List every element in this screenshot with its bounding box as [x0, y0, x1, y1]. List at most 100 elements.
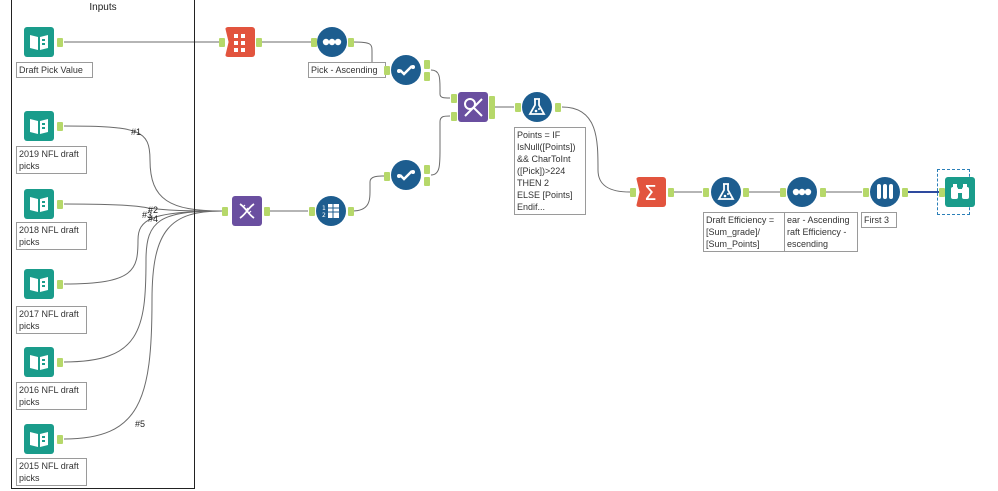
join-left-anchor[interactable] — [451, 94, 457, 103]
book-icon — [30, 119, 48, 134]
output-anchor[interactable] — [424, 72, 430, 81]
input-tool-2018[interactable] — [24, 189, 54, 219]
output-anchor[interactable] — [668, 188, 674, 197]
wire — [430, 69, 451, 99]
wire-label: #4 — [148, 214, 159, 224]
join-tool[interactable] — [458, 92, 488, 122]
join-right-anchor[interactable] — [451, 112, 457, 121]
output-anchor[interactable] — [489, 110, 495, 119]
annotation-2016: 2016 NFL draft picks — [16, 382, 87, 410]
test-tubes-icon — [877, 184, 893, 199]
annotation-2017: 2017 NFL draft picks — [16, 306, 87, 334]
annotation-2019: 2019 NFL draft picks — [16, 146, 87, 174]
inputs-container[interactable]: Inputs — [11, 0, 195, 489]
output-anchor[interactable] — [348, 207, 354, 216]
join-icon — [464, 98, 483, 117]
sort-dots-icon — [792, 188, 812, 196]
output-anchor[interactable] — [743, 188, 749, 197]
svg-text:2: 2 — [322, 212, 326, 219]
input-anchor[interactable] — [780, 188, 786, 197]
annotation-sample: First 3 — [861, 212, 897, 228]
annotation-2018: 2018 NFL draft picks — [16, 222, 87, 250]
input-anchor[interactable] — [384, 66, 390, 75]
wire — [63, 203, 223, 212]
input-anchor[interactable] — [863, 188, 869, 197]
book-icon — [30, 277, 48, 292]
formula-tool-2[interactable] — [711, 177, 741, 207]
checklist-icon — [234, 34, 245, 52]
output-anchor[interactable] — [424, 60, 430, 69]
output-anchor[interactable] — [820, 188, 826, 197]
input-anchor[interactable] — [384, 172, 390, 181]
output-anchor[interactable] — [256, 38, 262, 47]
annotation-2015: 2015 NFL draft picks — [16, 458, 87, 486]
input-tool-2016[interactable] — [24, 347, 54, 377]
wire — [63, 210, 223, 440]
output-anchor[interactable] — [348, 38, 354, 47]
sort-tool[interactable] — [317, 27, 347, 57]
check-icon — [397, 65, 415, 76]
wire-label: #3 — [142, 210, 153, 220]
unique-tool-2[interactable] — [391, 160, 421, 190]
unique-tool[interactable] — [391, 55, 421, 85]
output-anchor[interactable] — [424, 177, 430, 186]
flask-icon — [528, 98, 546, 115]
input-anchor[interactable] — [219, 38, 225, 47]
input-anchor[interactable] — [222, 207, 228, 216]
annotation-formula-2: Draft Efficiency = [Sum_grade]/ [Sum_Poi… — [703, 212, 785, 252]
input-tool-2015[interactable] — [24, 424, 54, 454]
book-icon — [30, 355, 48, 370]
book-icon — [30, 197, 48, 212]
input-anchor[interactable] — [309, 207, 315, 216]
binoculars-icon — [951, 184, 969, 199]
book-icon — [30, 432, 48, 447]
wire — [430, 115, 451, 176]
dna-icon — [239, 203, 255, 219]
input-tool-draft-pick-value[interactable] — [24, 27, 54, 57]
input-tool-2017[interactable] — [24, 269, 54, 299]
output-anchor[interactable] — [57, 200, 63, 209]
annotation-sort-pick: Pick - Ascending — [308, 62, 386, 78]
book-icon — [30, 35, 48, 50]
output-anchor[interactable] — [902, 188, 908, 197]
union-tool[interactable] — [232, 196, 262, 226]
output-anchor[interactable] — [264, 207, 270, 216]
formula-tool[interactable] — [522, 92, 552, 122]
output-anchor[interactable] — [57, 38, 63, 47]
summarize-tool[interactable]: Σ — [636, 177, 666, 207]
wire — [63, 125, 223, 212]
output-anchor[interactable] — [555, 103, 561, 112]
check-icon — [397, 170, 415, 181]
browse-tool[interactable] — [945, 177, 975, 207]
flask-icon — [717, 183, 735, 200]
input-anchor[interactable] — [630, 188, 636, 197]
output-anchor[interactable] — [424, 165, 430, 174]
svg-text:1: 1 — [322, 205, 326, 212]
wire — [561, 106, 631, 193]
input-anchor[interactable] — [703, 188, 709, 197]
annotation-sort-2: ear - Ascending raft Efficiency - escend… — [784, 212, 858, 252]
output-anchor[interactable] — [57, 122, 63, 131]
input-anchor[interactable] — [939, 188, 945, 197]
output-anchor[interactable] — [57, 280, 63, 289]
container-title: Inputs — [89, 2, 117, 13]
sigma-icon: Σ — [644, 181, 657, 205]
table-number-icon: 12 — [322, 204, 339, 219]
output-anchor[interactable] — [57, 435, 63, 444]
input-tool-2019[interactable] — [24, 111, 54, 141]
output-anchor[interactable] — [489, 96, 495, 105]
wire — [351, 175, 385, 212]
select-tool[interactable] — [225, 27, 255, 57]
input-anchor[interactable] — [515, 103, 521, 112]
wire-label: #5 — [135, 419, 146, 429]
annotation-draft-pick-value: Draft Pick Value — [16, 62, 93, 78]
sort-tool-2[interactable] — [787, 177, 817, 207]
output-anchor[interactable] — [57, 358, 63, 367]
output-anchor[interactable] — [489, 103, 495, 112]
svg-text:Σ: Σ — [644, 181, 657, 205]
wire-label: #2 — [148, 205, 159, 215]
input-anchor[interactable] — [311, 38, 317, 47]
sample-tool[interactable] — [870, 177, 900, 207]
